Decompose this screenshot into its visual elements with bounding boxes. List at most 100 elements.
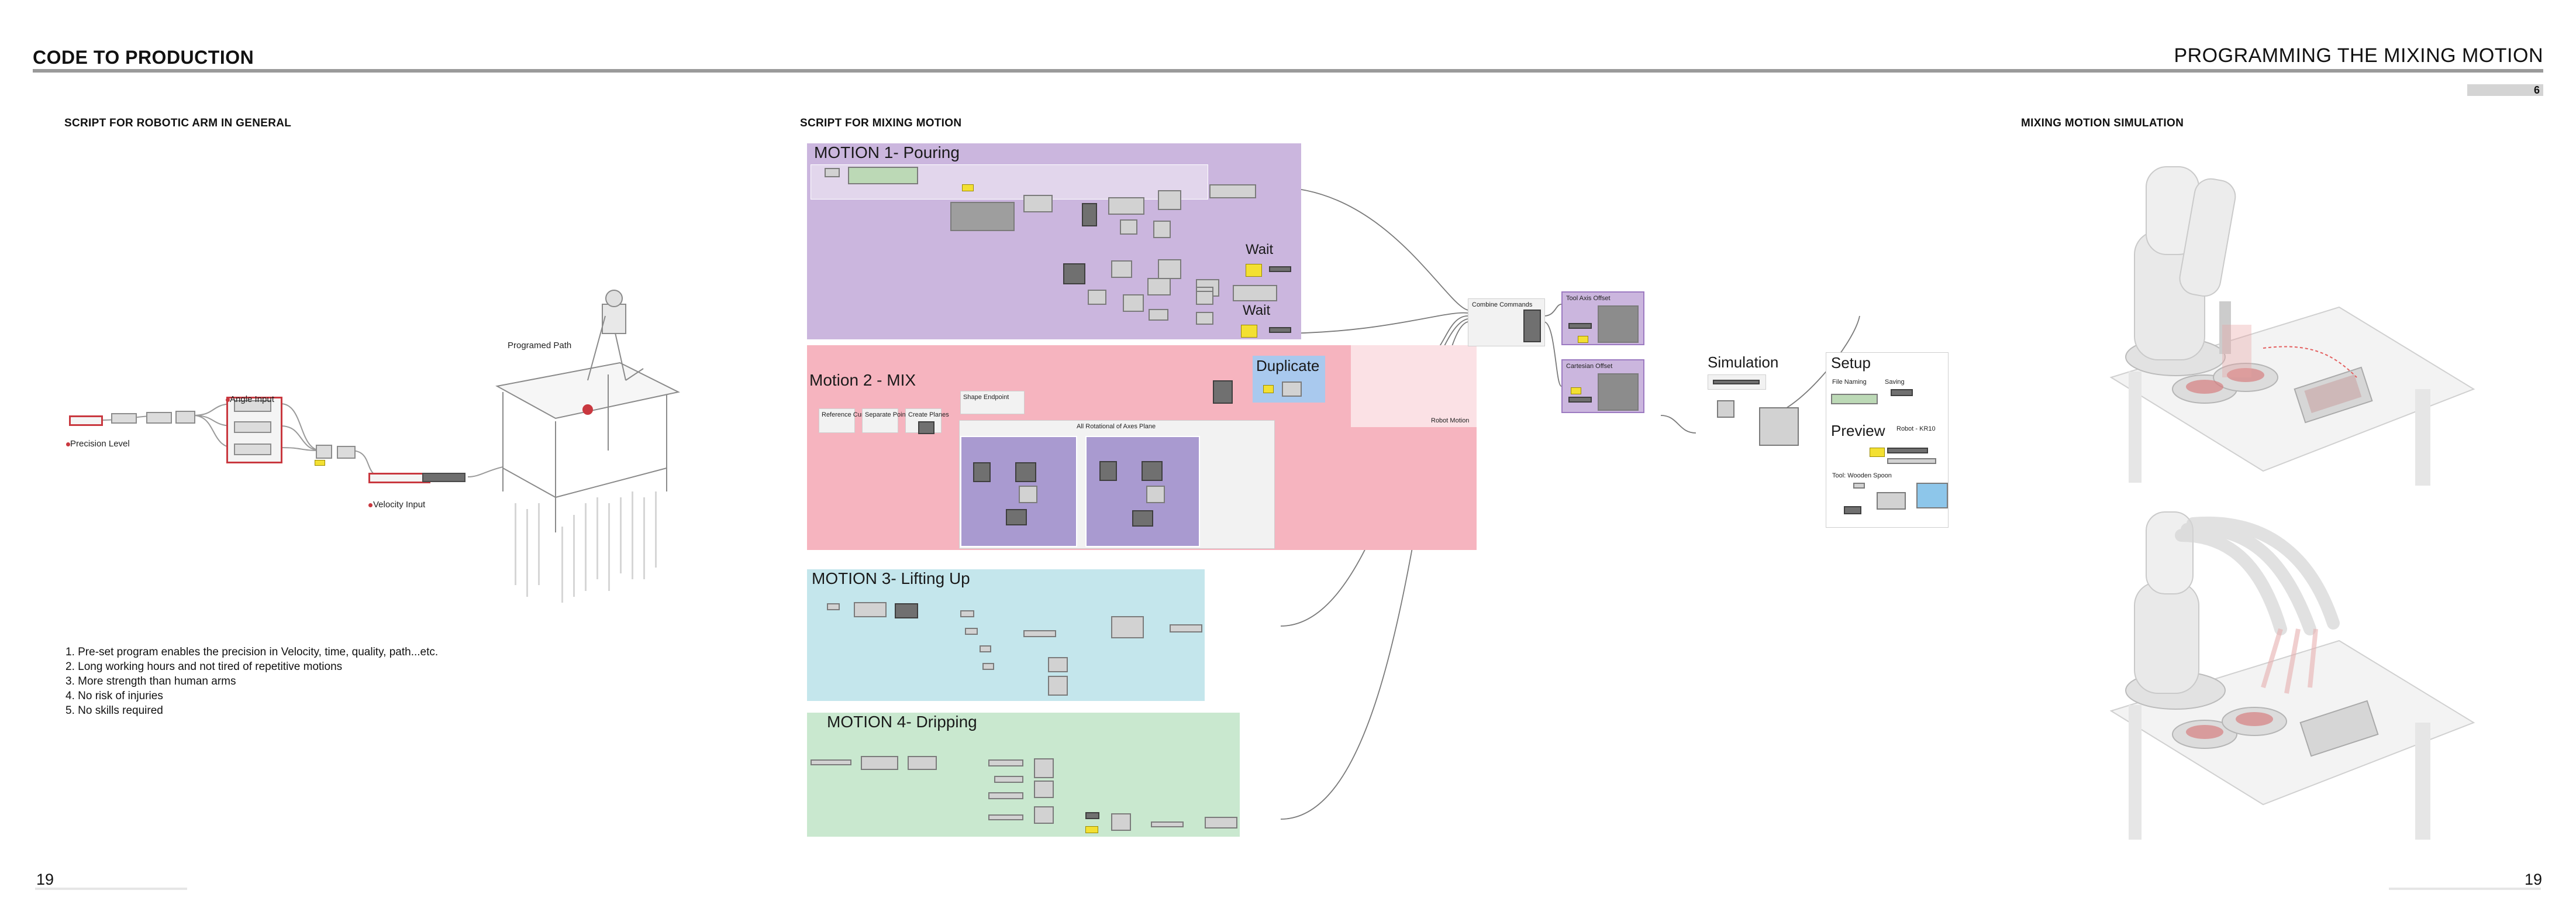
simulation-slider[interactable] [1713,380,1760,384]
tool-axis-offset-label: Tool Axis Offset [1566,295,1611,302]
reference-curve-label: Reference Curve [822,411,871,418]
script-node [988,759,1023,766]
script-node [316,445,332,459]
angle-slider[interactable] [234,444,271,455]
script-node [1196,291,1213,305]
velocity-slider[interactable] [368,473,430,483]
motion1-group: MOTION 1- Pouring Wait Wait [807,143,1301,339]
script-node [1877,492,1906,510]
script-node [1205,817,1237,829]
script-node [1598,373,1639,411]
angle-slider[interactable] [234,421,271,433]
motion3-label: MOTION 3- Lifting Up [812,569,970,587]
simulation-slider-group [1708,374,1766,390]
page-number-left: 19 [36,871,54,888]
left-section-title: SCRIPT FOR ROBOTIC ARM IN GENERAL [64,117,292,129]
script-node [1034,758,1054,778]
script-node [1048,676,1068,696]
motion2-group: Motion 2 - MIX Reference Curve Separate … [807,345,1477,550]
angle-input-label: Angle Input [230,394,274,404]
robot-motion-group: Robot Motion [1351,345,1477,427]
script-node [1170,624,1202,632]
wait2-panel [1241,325,1257,338]
script-node [854,602,887,617]
shape-endpoint-label: Shape Endpoint [963,394,1009,401]
panel-output [962,184,974,191]
script-node [1598,305,1639,343]
tool-axis-offset-group: Tool Axis Offset [1561,291,1644,345]
preview-color-node [1916,483,1948,508]
motion2-label: Motion 2 - MIX [809,371,916,389]
simulation-label: Simulation [1708,353,1779,371]
right-section-title: MIXING MOTION SIMULATION [2021,117,2184,129]
saving-toggle[interactable] [1891,389,1913,396]
script-node [1063,263,1085,284]
robot-table-sketch [495,290,680,603]
script-node [1132,510,1153,527]
script-node [1023,630,1056,637]
robot-table-illustration [491,281,684,609]
script-node [1123,294,1144,312]
footer-line-right [2389,888,2541,890]
script-node [1006,509,1027,525]
shape-endpoint-group: Shape Endpoint [960,391,1025,414]
robot-motion-label: Robot Motion [1431,417,1470,424]
script-node [994,776,1023,783]
velocity-input-label: Velocity Input [373,500,426,510]
script-node [1196,312,1213,325]
combine-node [1523,310,1541,342]
script-node [1149,309,1168,321]
duplicate-label: Duplicate [1256,357,1320,374]
wait2-label: Wait [1243,302,1271,318]
duplicate-group: Duplicate [1253,356,1325,403]
precision-slider[interactable] [69,415,103,426]
script-node [1853,483,1865,489]
setup-label: Setup [1831,354,1871,372]
preview-label: Preview [1831,422,1885,439]
script-node [1233,285,1277,301]
script-node [960,610,974,617]
angle-slider[interactable] [234,400,271,412]
script-node [1099,461,1117,481]
script-node [175,411,195,424]
script-node [811,759,851,765]
wait1-label: Wait [1246,242,1274,257]
script-node [1111,616,1144,638]
script-node [1213,380,1233,404]
robotic-arm-script-diagram [58,328,503,521]
cartesian-offset-group: Cartesian Offset [1561,359,1644,413]
header-right-title: PROGRAMMING THE MIXING MOTION [2174,44,2543,67]
script-node [848,167,918,184]
wait1-node [1269,266,1291,272]
script-node [827,603,840,610]
script-node [1151,821,1184,827]
script-node [1120,219,1137,235]
benefit-item: 5. No skills required [65,704,163,717]
file-naming-label: File Naming [1832,379,1867,386]
panel-output [315,460,325,466]
script-node [1717,400,1734,418]
script-node [1034,781,1054,798]
benefits-list: 1. Pre-set program enables the precision… [65,645,438,718]
script-node [337,446,356,459]
wait1-panel [1246,264,1262,277]
script-node [1108,197,1144,215]
robot-mixing-render-top [2109,166,2475,486]
angle-marker [226,398,230,402]
script-node [1209,184,1256,198]
script-node [111,413,137,424]
script-node [1282,381,1302,397]
script-node [1146,486,1165,503]
script-node [1088,290,1106,305]
tool-wooden-spoon-label: Tool: Wooden Spoon [1832,472,1892,479]
script-node [1023,195,1053,212]
header-rule [33,69,2543,73]
benefit-item: 1. Pre-set program enables the precision… [65,646,439,658]
script-node [1015,462,1036,482]
create-planes-label: Create Planes [908,411,949,418]
rotational-axes-label: All Rotational of Axes Plane [1077,423,1156,430]
wait2-node [1269,327,1291,333]
combine-commands-group: Combine Commands [1468,298,1545,346]
motion3-group: MOTION 3- Lifting Up [807,569,1205,701]
panel-output [1085,826,1098,833]
